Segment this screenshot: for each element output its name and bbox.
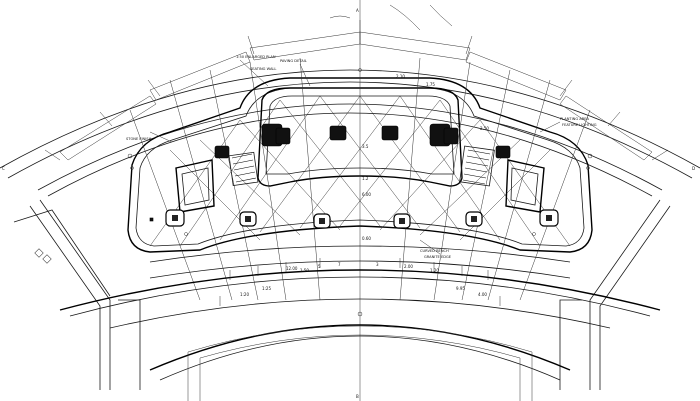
- light-fixtures: [127, 68, 593, 317]
- note-6: STONE FINISH: [126, 137, 152, 141]
- axis-label: C: [2, 166, 5, 171]
- left-marker-icon: [34, 248, 52, 264]
- dim-label: 7: [338, 262, 341, 267]
- dim-label: 6.00: [362, 192, 371, 197]
- axis-label: D: [692, 166, 695, 171]
- right-frame: [559, 199, 671, 390]
- lower-arcs: [59, 245, 661, 401]
- dim-label: 1.20: [430, 268, 439, 273]
- outer-road-arcs: [0, 69, 700, 197]
- dimension-labels: 1:20 1:25 12.00 1.50 5 7 3 2.00 1.20 9.9…: [240, 74, 489, 297]
- dim-label: 1:20: [240, 292, 249, 297]
- axis-markers: A B C D: [2, 8, 695, 399]
- tree-pit: [165, 209, 185, 227]
- dim-label: 9.95: [456, 286, 465, 291]
- dim-label: 1.2: [362, 176, 369, 181]
- plaza-boundary: [127, 77, 593, 253]
- right-garden-room: [459, 145, 545, 213]
- note-7: CURVED BENCH: [420, 249, 449, 253]
- feature-blocks: [149, 123, 511, 222]
- axis-label: B: [356, 394, 359, 399]
- dim-label: 0.60: [362, 236, 371, 241]
- parcel-blocks: [59, 4, 653, 161]
- left-frame: [13, 199, 141, 390]
- dim-label: 12.00: [286, 266, 298, 271]
- radial-dimension-lines: [129, 0, 591, 401]
- dim-label: 3.5: [362, 144, 369, 149]
- dim-label: 2.10: [396, 74, 405, 79]
- dim-label: 5: [318, 264, 321, 269]
- axis-label: A: [356, 8, 359, 13]
- dim-label: 2.00: [404, 264, 413, 269]
- dim-label: 4.00: [478, 292, 487, 297]
- note-1: 1:50 ENLARGED PLAN: [236, 55, 276, 59]
- note-4: PLANTING AREA: [560, 117, 589, 121]
- tree-pits: [165, 209, 559, 229]
- dim-label: 1.50: [300, 268, 309, 273]
- annotations: 1:50 ENLARGED PLAN PAVING DETAIL SEATING…: [126, 55, 597, 259]
- dim-label: 3: [376, 262, 379, 267]
- note-5: FEATURE LIGHTING: [562, 123, 597, 127]
- tree-pit: [239, 211, 257, 227]
- paving-grid: [149, 95, 571, 247]
- tree-pit: [313, 213, 331, 229]
- leader-lines: [149, 59, 561, 255]
- dim-label: 2.50: [480, 126, 489, 131]
- tree-pit: [465, 211, 483, 227]
- tree-pit: [393, 213, 411, 229]
- note-3: SEATING WALL: [250, 67, 276, 71]
- dim-label: 1.75: [426, 82, 435, 87]
- tree-pit: [539, 209, 559, 227]
- dimension-ticks: [219, 258, 501, 306]
- central-platform: [257, 87, 463, 187]
- dim-label: 1:25: [262, 286, 271, 291]
- note-2: PAVING DETAIL: [280, 59, 307, 63]
- left-garden-room: [175, 151, 259, 213]
- note-8: GRANITE EDGE: [424, 255, 452, 259]
